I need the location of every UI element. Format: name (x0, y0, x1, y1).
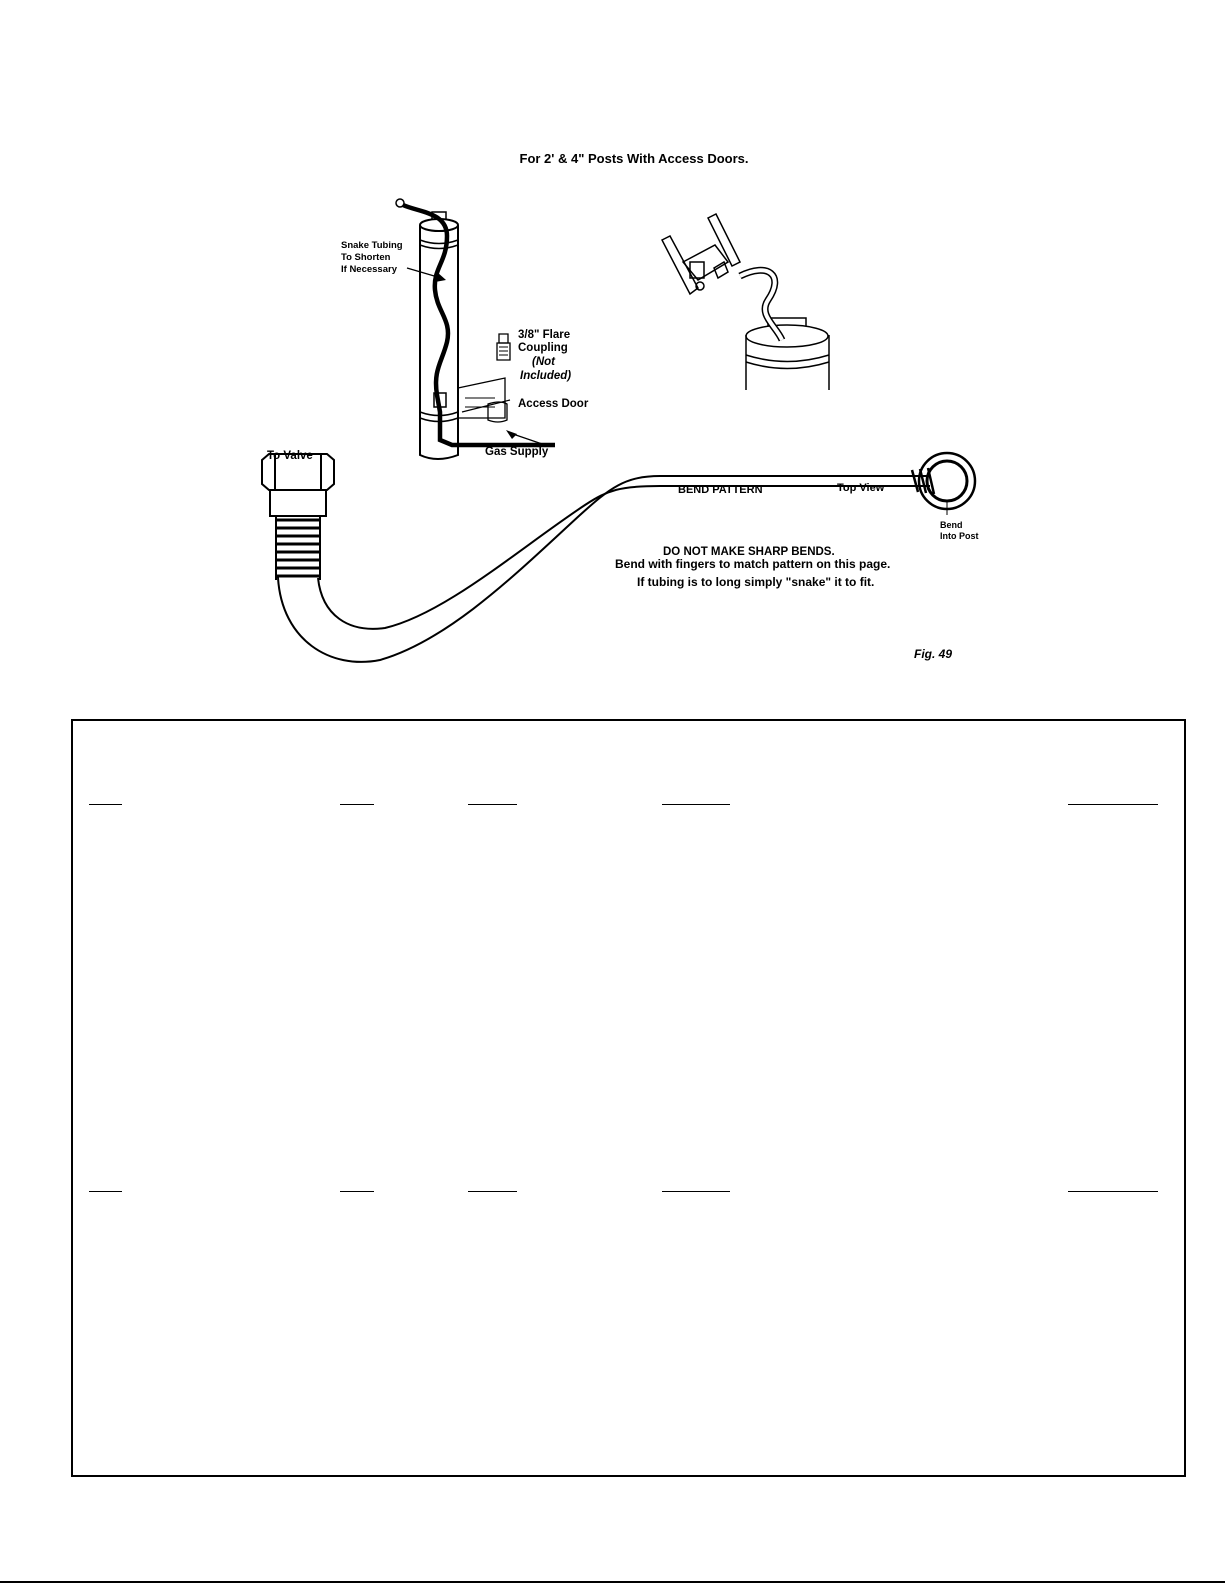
page-bottom-rule (0, 1581, 1225, 1583)
valve-assembly-illustration (660, 212, 830, 390)
label-access-door: Access Door (518, 398, 589, 410)
label-top-view: Top View (837, 482, 885, 494)
column-rule-4 (662, 804, 730, 805)
label-bend-into-post-2: Into Post (940, 531, 979, 541)
column-rule-2 (340, 804, 374, 805)
column-rule-8 (468, 1191, 517, 1192)
column-rule-6 (89, 1191, 122, 1192)
label-not-included-2: Included) (520, 370, 571, 382)
column-rule-7 (340, 1191, 374, 1192)
label-flare-coupling-1: 3/8" Flare (518, 329, 570, 341)
post-illustration (395, 198, 555, 460)
label-snake-tubing-2: To Shorten (341, 252, 391, 263)
column-rule-9 (662, 1191, 730, 1192)
diagram-labels: Snake Tubing To Shorten If Necessary 3/8… (267, 240, 979, 661)
label-to-valve: To Valve (267, 450, 313, 462)
label-warning: DO NOT MAKE SHARP BENDS. (663, 546, 835, 558)
column-rule-10 (1068, 1191, 1158, 1192)
label-instruction-1: Bend with fingers to match pattern on th… (615, 557, 890, 571)
label-bend-into-post-1: Bend (940, 520, 963, 530)
column-rule-3 (468, 804, 517, 805)
label-gas-supply: Gas Supply (485, 446, 549, 458)
label-snake-tubing-3: If Necessary (341, 264, 398, 275)
empty-table-frame (71, 719, 1186, 1477)
bend-pattern-tube (261, 451, 977, 663)
label-snake-tubing-1: Snake Tubing (341, 240, 403, 251)
figure-49-diagram: For 2' & 4" Posts With Access Doors. (261, 151, 979, 663)
figure-number: Fig. 49 (914, 647, 952, 661)
label-not-included-1: (Not (532, 356, 556, 368)
column-rule-1 (89, 804, 122, 805)
label-bend-pattern: BEND PATTERN (678, 484, 763, 496)
figure-heading: For 2' & 4" Posts With Access Doors. (520, 151, 749, 166)
label-flare-coupling-2: Coupling (518, 342, 568, 354)
label-instruction-2: If tubing is to long simply "snake" it t… (637, 575, 874, 589)
column-rule-5 (1068, 804, 1158, 805)
